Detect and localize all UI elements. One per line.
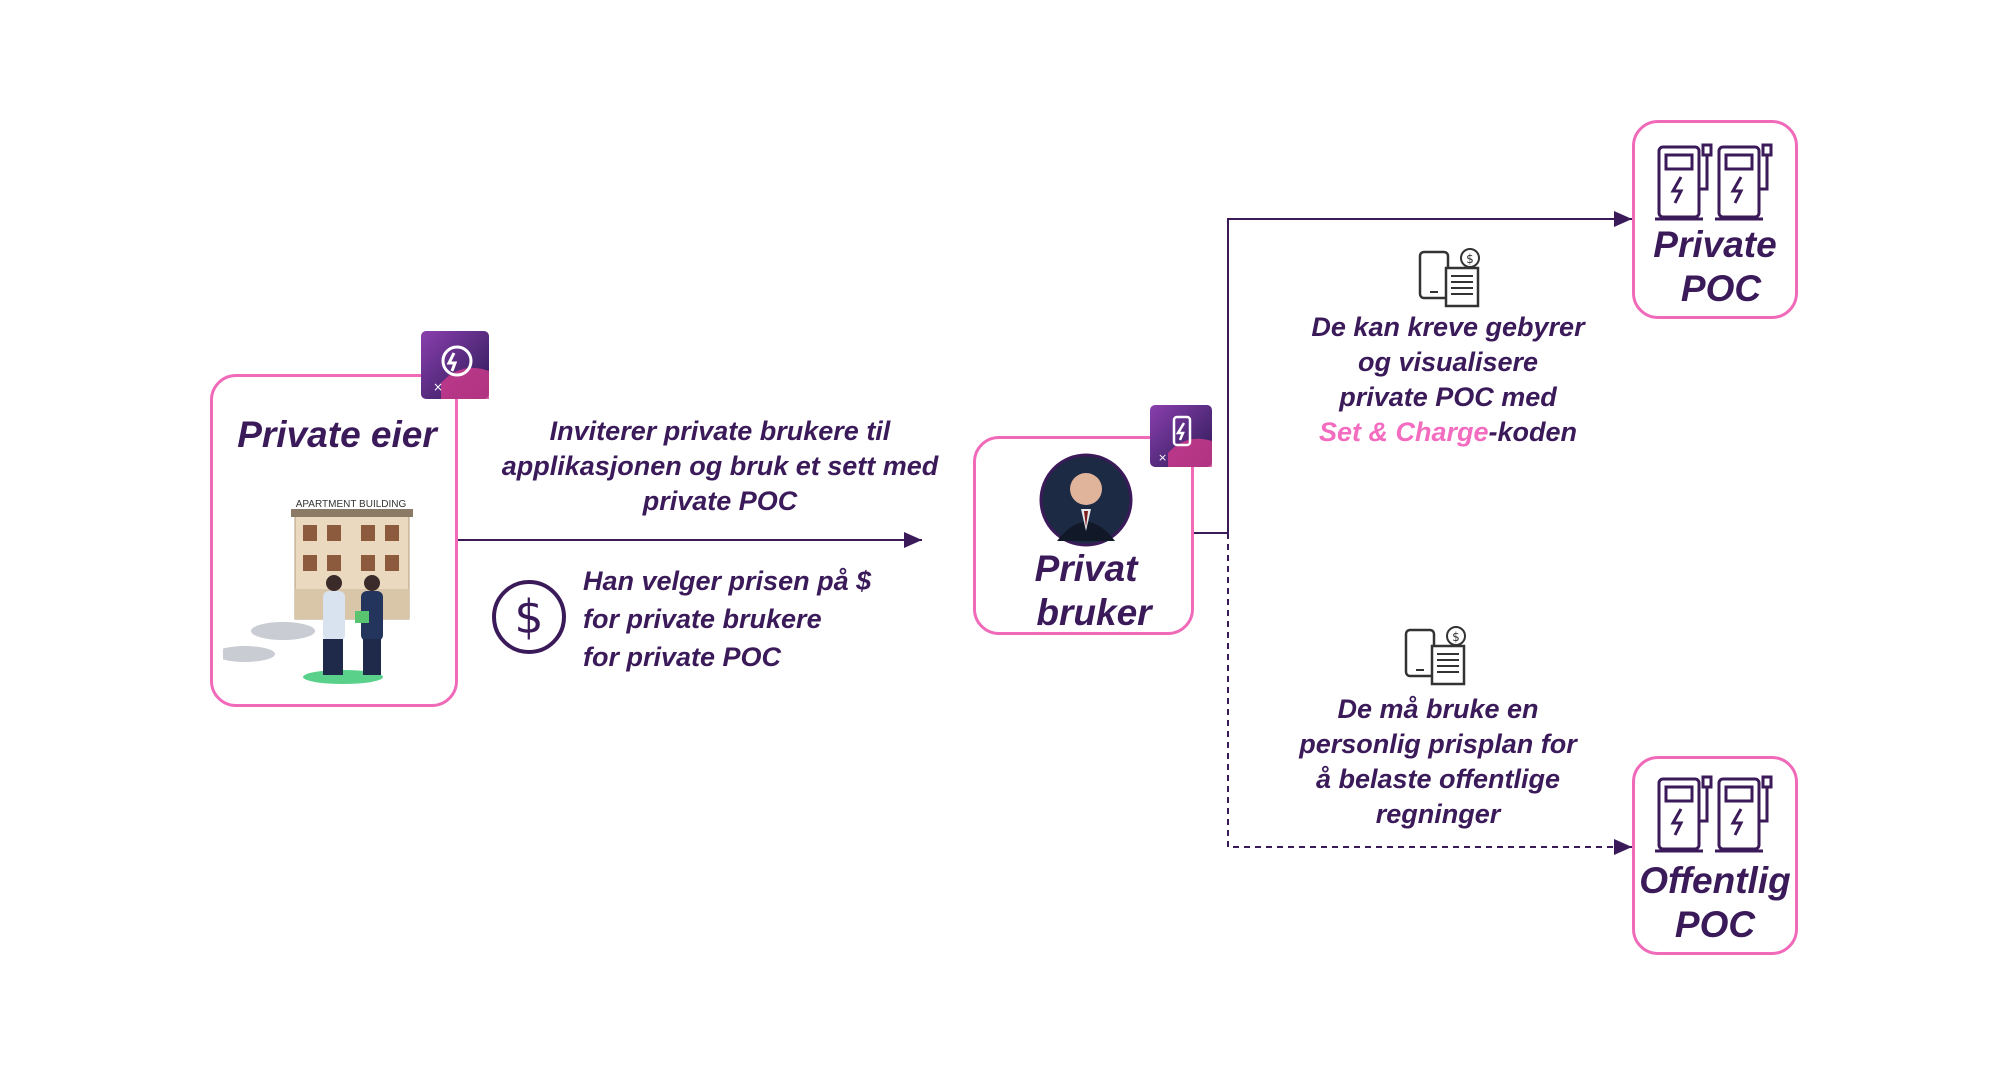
- apartment-illustration: APARTMENT BUILDING: [223, 499, 413, 684]
- user-avatar: [1039, 453, 1133, 547]
- svg-text:$: $: [1452, 630, 1460, 644]
- plan-line-3: å belaste offentlige: [1315, 764, 1561, 794]
- charging-station-icon: [1655, 143, 1773, 221]
- public-poc-line-1: Offentlig: [1639, 860, 1791, 901]
- svg-text:$: $: [514, 590, 543, 644]
- charging-app-badge-icon: ×: [421, 331, 489, 399]
- user-title-line-2: bruker: [1036, 592, 1152, 633]
- user-title-line-1: Privat: [1034, 548, 1138, 589]
- charging-station-icon: [1655, 775, 1773, 853]
- fees-line-4: Set & Charge-koden: [1268, 415, 1628, 450]
- public-poc-line-2: POC: [1674, 904, 1756, 945]
- user-to-public-poc-dashed-arrow: [1227, 533, 1632, 855]
- price-line-2: for private brukere: [583, 604, 822, 634]
- price-line-1: Han velger prisen på $: [583, 566, 872, 596]
- phone-receipt-icon: $: [1404, 626, 1466, 686]
- user-box: Privat bruker: [973, 436, 1194, 635]
- plan-line-2: personlig prisplan for: [1299, 729, 1577, 759]
- fees-line-1: De kan kreve gebyrer: [1311, 312, 1585, 342]
- charging-app-badge-icon: ×: [1150, 405, 1212, 467]
- private-poc-line-2: POC: [1680, 268, 1762, 309]
- owner-title: Private eier: [237, 414, 437, 455]
- plan-line-1: De må bruke en: [1337, 694, 1539, 724]
- owner-box: Private eier APARTMENT BUILDING: [210, 374, 458, 707]
- private-poc-line-1: Private: [1653, 224, 1777, 265]
- dollar-circle-icon: $: [492, 580, 566, 654]
- invite-text: Inviterer private brukere til applikasjo…: [501, 416, 939, 516]
- price-text: Han velger prisen på $ for private bruke…: [583, 562, 923, 676]
- user-to-private-poc-arrow: [1192, 211, 1632, 534]
- building-sign: APARTMENT BUILDING: [296, 499, 407, 510]
- svg-text:×: ×: [433, 380, 443, 394]
- plan-text: De må bruke en personlig prisplan for å …: [1268, 692, 1608, 832]
- public-poc-box: Offentlig POC: [1632, 756, 1798, 955]
- fees-line-3: private POC med: [1339, 382, 1557, 412]
- plan-line-4: regninger: [1375, 799, 1501, 829]
- private-poc-box: Private POC: [1632, 120, 1798, 319]
- set-and-charge-highlight: Set & Charge: [1318, 417, 1489, 447]
- fees-text: De kan kreve gebyrer og visualisere priv…: [1268, 310, 1628, 450]
- price-line-3: for private POC: [583, 642, 782, 672]
- fees-line-2: og visualisere: [1357, 347, 1539, 377]
- phone-receipt-icon: $: [1418, 248, 1480, 308]
- svg-text:$: $: [1466, 252, 1474, 266]
- svg-text:×: ×: [1158, 451, 1167, 464]
- fees-suffix: -koden: [1488, 417, 1578, 447]
